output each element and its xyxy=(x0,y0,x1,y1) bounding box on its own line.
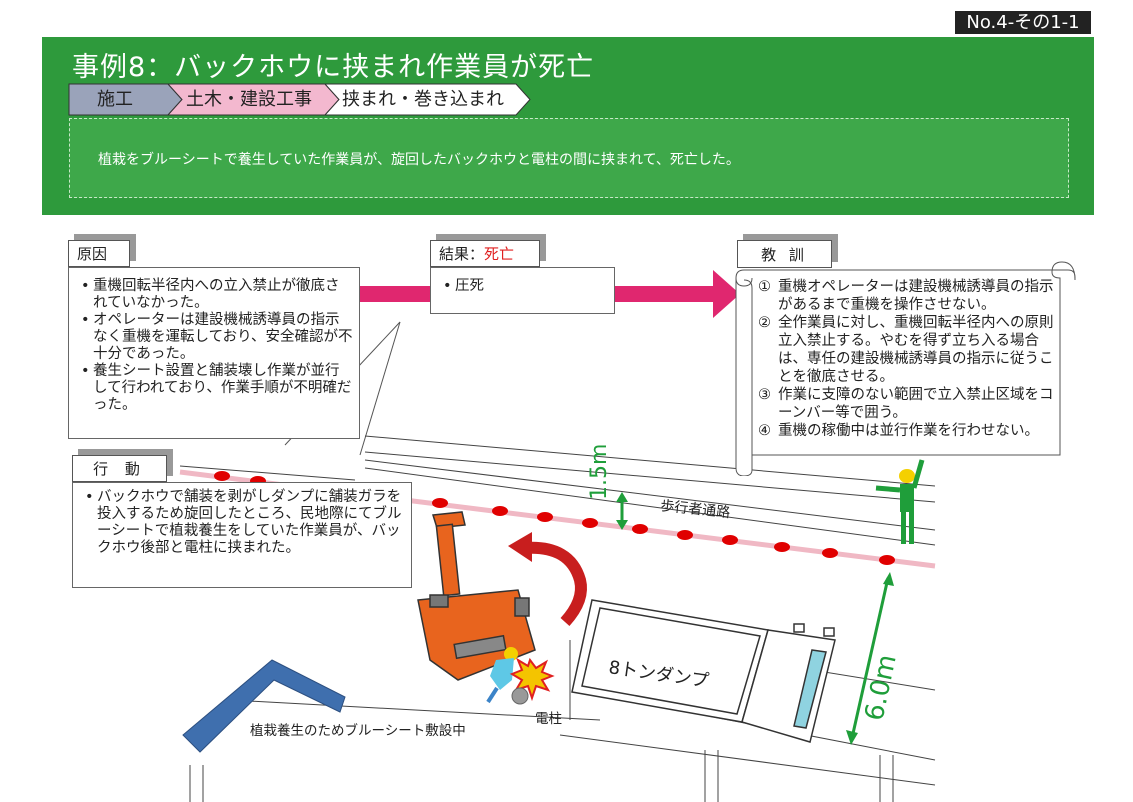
cone-icon xyxy=(822,548,838,558)
breadcrumb-item-1[interactable]: 施工 xyxy=(97,89,133,110)
trapped-worker-icon xyxy=(486,647,518,704)
utility-pole-icon xyxy=(511,687,529,705)
blue-sheet-icon xyxy=(182,659,346,753)
breadcrumb-item-2[interactable]: 土木・建設工事 xyxy=(186,89,312,110)
walkway-label: 歩行者通路 xyxy=(660,498,731,521)
page-number: No.4-その1-1 xyxy=(955,11,1091,34)
action-item: バックホウで舗装を剥がしダンプに舗装ガラを投入するため旋回したところ、民地際にて… xyxy=(83,489,403,557)
cause-label: 原因 xyxy=(68,240,130,267)
traffic-cones xyxy=(214,471,895,565)
dim-6-0m: 6.0m xyxy=(846,572,903,745)
result-label: 結果：死亡 xyxy=(430,240,540,267)
pole-label: 電柱 xyxy=(535,711,562,727)
svg-text:1.5m: 1.5m xyxy=(587,444,612,500)
cause-result-connector xyxy=(360,286,430,302)
cone-icon xyxy=(632,524,648,534)
cone-icon xyxy=(722,535,738,545)
cone-icon xyxy=(492,506,508,516)
guide-worker-icon xyxy=(875,459,925,544)
lesson-label: 教 訓 xyxy=(737,240,832,268)
cause-list: 重機回転半径内への立入禁止が徹底されていなかった。 オペレーターは建設機械誘導員… xyxy=(79,278,353,414)
lesson-arrow-head xyxy=(713,270,740,318)
dump-truck-icon xyxy=(571,599,836,743)
cone-icon xyxy=(582,518,598,528)
case-header: 事例8：バックホウに挟まれ作業員が死亡 施工 土木・建設工事 挟まれ・巻き込まれ… xyxy=(42,37,1094,215)
result-box: 圧死 xyxy=(430,267,615,314)
cone-icon xyxy=(537,512,553,522)
result-emphasis: 死亡 xyxy=(484,245,515,263)
cone-icon xyxy=(677,530,693,540)
result-item: 圧死 xyxy=(441,278,606,295)
breadcrumb-item-3[interactable]: 挟まれ・巻き込まれ xyxy=(342,89,504,110)
action-label: 行 動 xyxy=(72,455,167,482)
sheet-label: 植栽養生のためブルーシート敷設中 xyxy=(250,722,466,739)
cone-icon xyxy=(774,542,790,552)
dim-1-5m: 1.5m xyxy=(587,444,628,530)
breadcrumb xyxy=(68,83,531,116)
page-title: 事例8：バックホウに挟まれ作業員が死亡 xyxy=(72,52,595,83)
action-box: バックホウで舗装を剥がしダンプに舗装ガラを投入するため旋回したところ、民地際にて… xyxy=(72,482,412,588)
impact-icon xyxy=(509,657,555,702)
breadcrumb-shape-3 xyxy=(323,83,531,116)
result-lesson-connector xyxy=(615,286,715,302)
lesson-scroll xyxy=(735,261,1076,476)
cause-item: 重機回転半径内への立入禁止が徹底されていなかった。 xyxy=(79,278,353,312)
cause-box: 重機回転半径内への立入禁止が徹底されていなかった。 オペレーターは建設機械誘導員… xyxy=(68,267,360,439)
svg-text:6.0m: 6.0m xyxy=(860,652,903,723)
cone-icon xyxy=(432,498,448,508)
summary-box: 植栽をブルーシートで養生していた作業員が、旋回したバックホウと電柱の間に挟まれて… xyxy=(69,118,1069,198)
cause-item: オペレーターは建設機械誘導員の指示なく重機を運転しており、安全確認が不十分であっ… xyxy=(79,312,353,363)
cone-icon xyxy=(879,555,895,565)
summary-text: 植栽をブルーシートで養生していた作業員が、旋回したバックホウと電柱の間に挟まれて… xyxy=(98,152,740,168)
rotation-arrow-icon xyxy=(524,541,587,627)
cone-icon xyxy=(214,471,230,481)
cause-item: 養生シート設置と舗装壊し作業が並行して行われており、作業手順が不明確だった。 xyxy=(79,363,353,414)
